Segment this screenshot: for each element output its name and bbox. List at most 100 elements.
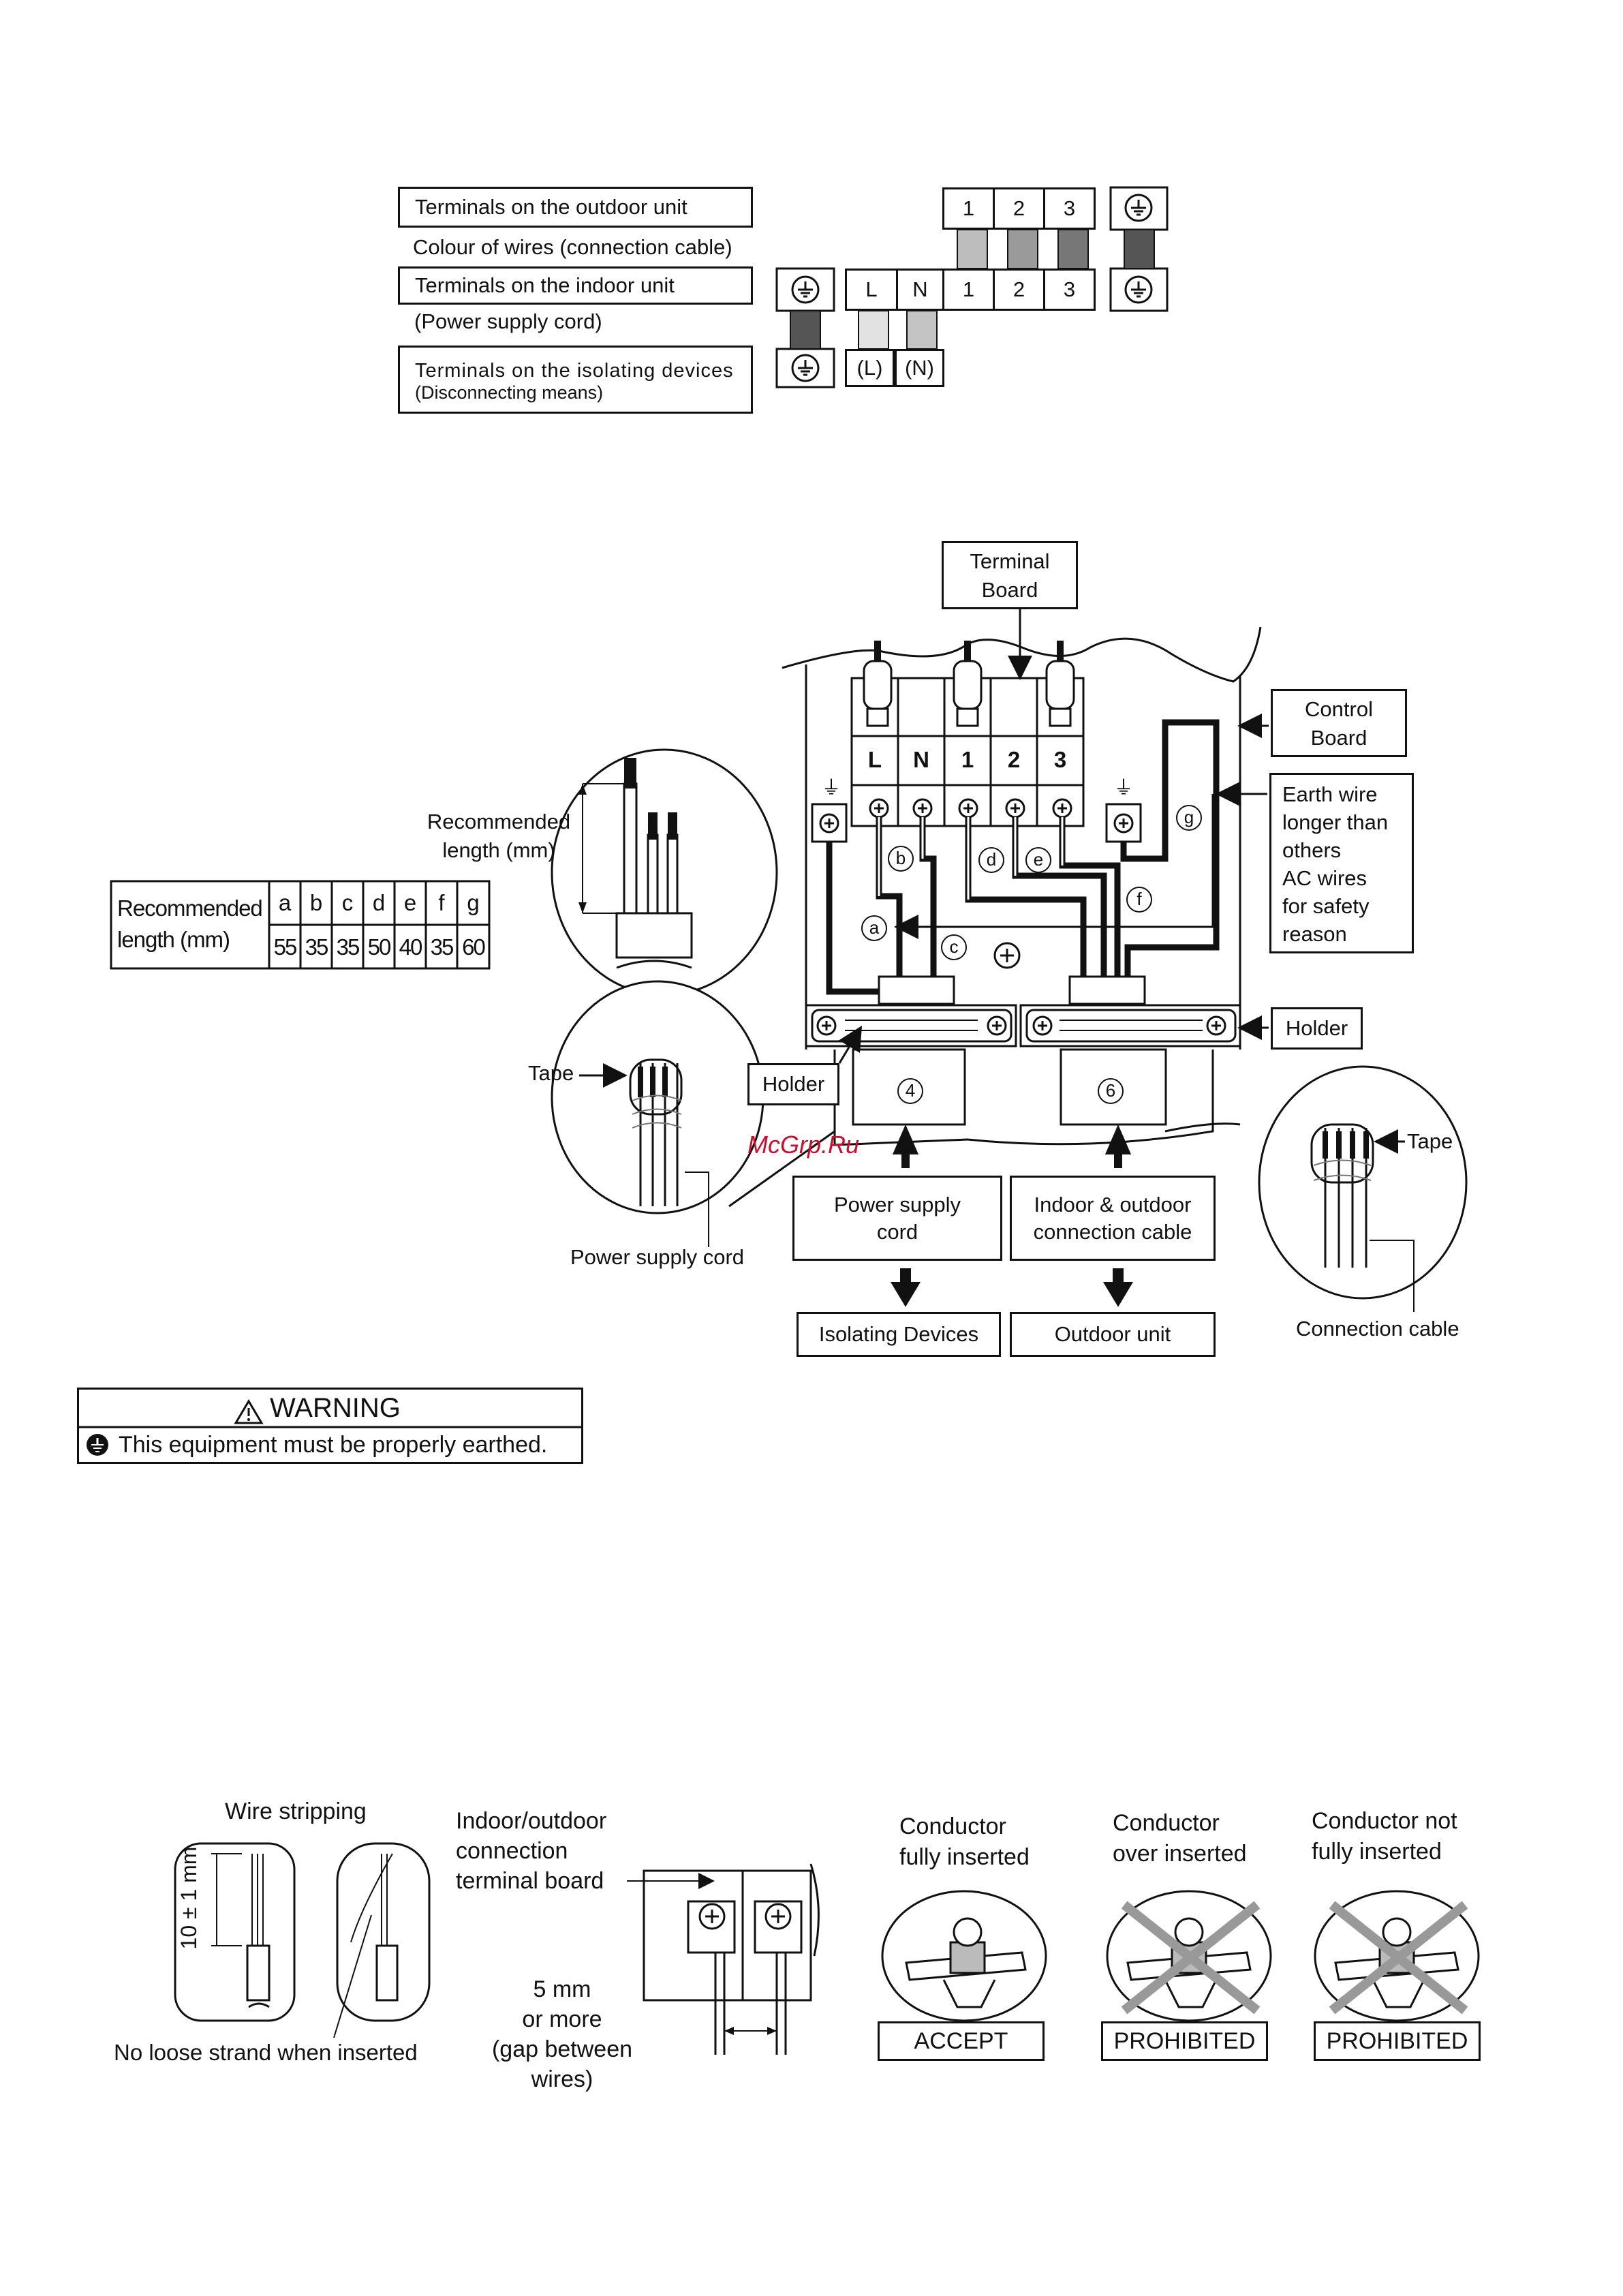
length-value-g: 60	[462, 934, 486, 960]
wire-stripping-label: Wire stripping	[225, 1798, 367, 1824]
isolating-terminal-n: (N)	[895, 349, 944, 387]
length-letter-a: a	[278, 890, 292, 915]
watermark: McGrp.Ru	[747, 1131, 860, 1159]
terminal-board-label-box: Terminal Board	[942, 541, 1078, 609]
wire-letter-a: a	[861, 915, 887, 941]
control-board-label: Control Board	[1305, 697, 1373, 750]
length-letter-c: c	[341, 890, 354, 915]
warning-box	[77, 1388, 583, 1464]
indoor-terminal-l: L	[845, 269, 898, 311]
length-value-d: 50	[367, 934, 392, 960]
length-value-e: 40	[399, 934, 423, 960]
indoor-terminal-1: 1	[942, 269, 995, 311]
earth-wire-note: Earth wire longer than others AC wires f…	[1282, 782, 1389, 946]
length-letter-b: b	[309, 890, 323, 915]
terminal-screw-3	[1052, 798, 1072, 818]
arrow-down-left	[890, 1268, 921, 1307]
grommet-right	[1068, 975, 1146, 1005]
board-connector-2	[953, 641, 983, 727]
terminal-board-label: Terminal Board	[970, 549, 1050, 602]
length-letter-g: g	[467, 890, 480, 915]
wire-swatch-l	[858, 310, 889, 350]
conductor-over-label: Conductor over inserted	[1113, 1810, 1247, 1867]
strip-dimension: 10 ± 1 mm	[176, 1846, 201, 1950]
wire-letter-b: b	[888, 846, 914, 872]
no-loose-strand-label: No loose strand when inserted	[114, 2040, 418, 2065]
warning-triangle-icon	[234, 1399, 264, 1424]
wire-swatch-2	[1007, 229, 1038, 269]
legend-earth-indoor-left	[775, 267, 835, 312]
earth-terminal-left: ⏚	[811, 776, 848, 843]
wire-swatch-earth-outdoor	[1124, 229, 1155, 269]
arrow-up-right	[1104, 1124, 1132, 1168]
legend-earth-outdoor	[1109, 186, 1169, 231]
indoor-terminal-n: N	[896, 269, 944, 311]
indoor-terminal-2: 2	[993, 269, 1045, 311]
length-letter-f: f	[438, 890, 445, 915]
board-connector-3	[1045, 641, 1075, 727]
length-letter-d: d	[372, 890, 386, 915]
isolating-label-box: Terminals on the isolating devices (Disc…	[398, 346, 753, 414]
center-screw	[993, 942, 1021, 969]
isolating-devices-box: Isolating Devices	[797, 1312, 1001, 1357]
holder-right-label-box: Holder	[1271, 1007, 1363, 1050]
tape-right-label: Tape	[1407, 1129, 1453, 1153]
tape-left-label: Tape	[528, 1061, 574, 1085]
outdoor-terminals-label: Terminals on the outdoor unit	[415, 195, 687, 219]
legend-earth-isolating	[775, 348, 835, 388]
arrow-up-left	[892, 1124, 919, 1168]
wire-swatch-3	[1057, 229, 1089, 269]
indoor-terminal-3: 3	[1043, 269, 1096, 311]
inlet-number-4: 4	[897, 1078, 923, 1104]
recommended-length-detail	[551, 748, 778, 996]
conductor-not-label: Conductor not fully inserted	[1312, 1808, 1457, 1865]
length-table-grid	[110, 880, 491, 970]
connection-cable-label: Indoor & outdoor connection cable	[1033, 1193, 1192, 1244]
length-letter-e: e	[403, 890, 417, 915]
terminal-label-3: 3	[1053, 747, 1067, 772]
warning-title: WARNING	[270, 1393, 401, 1423]
holder-right	[1019, 1004, 1241, 1047]
length-value-b: 35	[305, 934, 329, 960]
power-supply-cord-callout: Power supply cord	[570, 1245, 745, 1269]
conductor-accept-illustration	[881, 1890, 1047, 2022]
wire-stripping-illustration	[174, 1842, 431, 2038]
recommended-length-callout: Recommended length (mm)	[427, 810, 571, 862]
holder-right-label: Holder	[1285, 1016, 1348, 1040]
tape-detail-right	[1258, 1065, 1468, 1312]
earth-wire-note-box: Earth wire longer than others AC wires f…	[1269, 773, 1414, 953]
terminal-board-callout: Indoor/outdoor connection terminal board	[456, 1808, 607, 1894]
length-value-c: 35	[336, 934, 360, 960]
connection-cable-callout: Connection cable	[1296, 1317, 1459, 1341]
prohibited-badge-2: PROHIBITED	[1314, 2021, 1481, 2061]
isolating-devices-label: Isolating Devices	[818, 1322, 979, 1346]
holder-left	[805, 1004, 1017, 1047]
conductor-full-label: Conductor fully inserted	[899, 1813, 1030, 1870]
wire-swatch-earth-indoor	[790, 310, 821, 350]
terminal-screw-n	[912, 798, 933, 818]
earth-terminal-right: ⏚	[1105, 776, 1142, 843]
indoor-terminals-label: Terminals on the indoor unit	[415, 273, 675, 297]
isolating-label-2: (Disconnecting means)	[415, 382, 604, 403]
holder-left-label-box: Holder	[747, 1063, 839, 1105]
cabinet-outline-top	[782, 626, 1262, 683]
tape-detail-left	[551, 980, 764, 1247]
wire-colour-label: Colour of wires (connection cable)	[413, 235, 732, 259]
wire-swatch-n	[906, 310, 938, 350]
power-supply-cord-box: Power supply cord	[792, 1176, 1002, 1261]
outdoor-unit-label: Outdoor unit	[1054, 1322, 1171, 1346]
legend-earth-indoor-right	[1109, 267, 1169, 312]
prohibited-badge-1: PROHIBITED	[1101, 2021, 1268, 2061]
prohibited-label-2: PROHIBITED	[1326, 2028, 1468, 2054]
gap-label: 5 mm or more (gap between wires)	[491, 1976, 633, 2092]
outdoor-terminal-2: 2	[993, 187, 1045, 230]
isolating-label-1: Terminals on the isolating devices	[415, 360, 734, 382]
outdoor-terminal-1: 1	[942, 187, 995, 230]
outdoor-terminals-label-box: Terminals on the outdoor unit	[398, 187, 753, 228]
outdoor-terminal-3: 3	[1043, 187, 1096, 230]
terminal-screw-1	[958, 798, 978, 818]
accept-badge: ACCEPT	[878, 2021, 1045, 2061]
arrow-down-right	[1102, 1268, 1134, 1307]
isolating-terminal-l: (L)	[845, 349, 895, 387]
terminal-screw-l	[869, 798, 889, 818]
